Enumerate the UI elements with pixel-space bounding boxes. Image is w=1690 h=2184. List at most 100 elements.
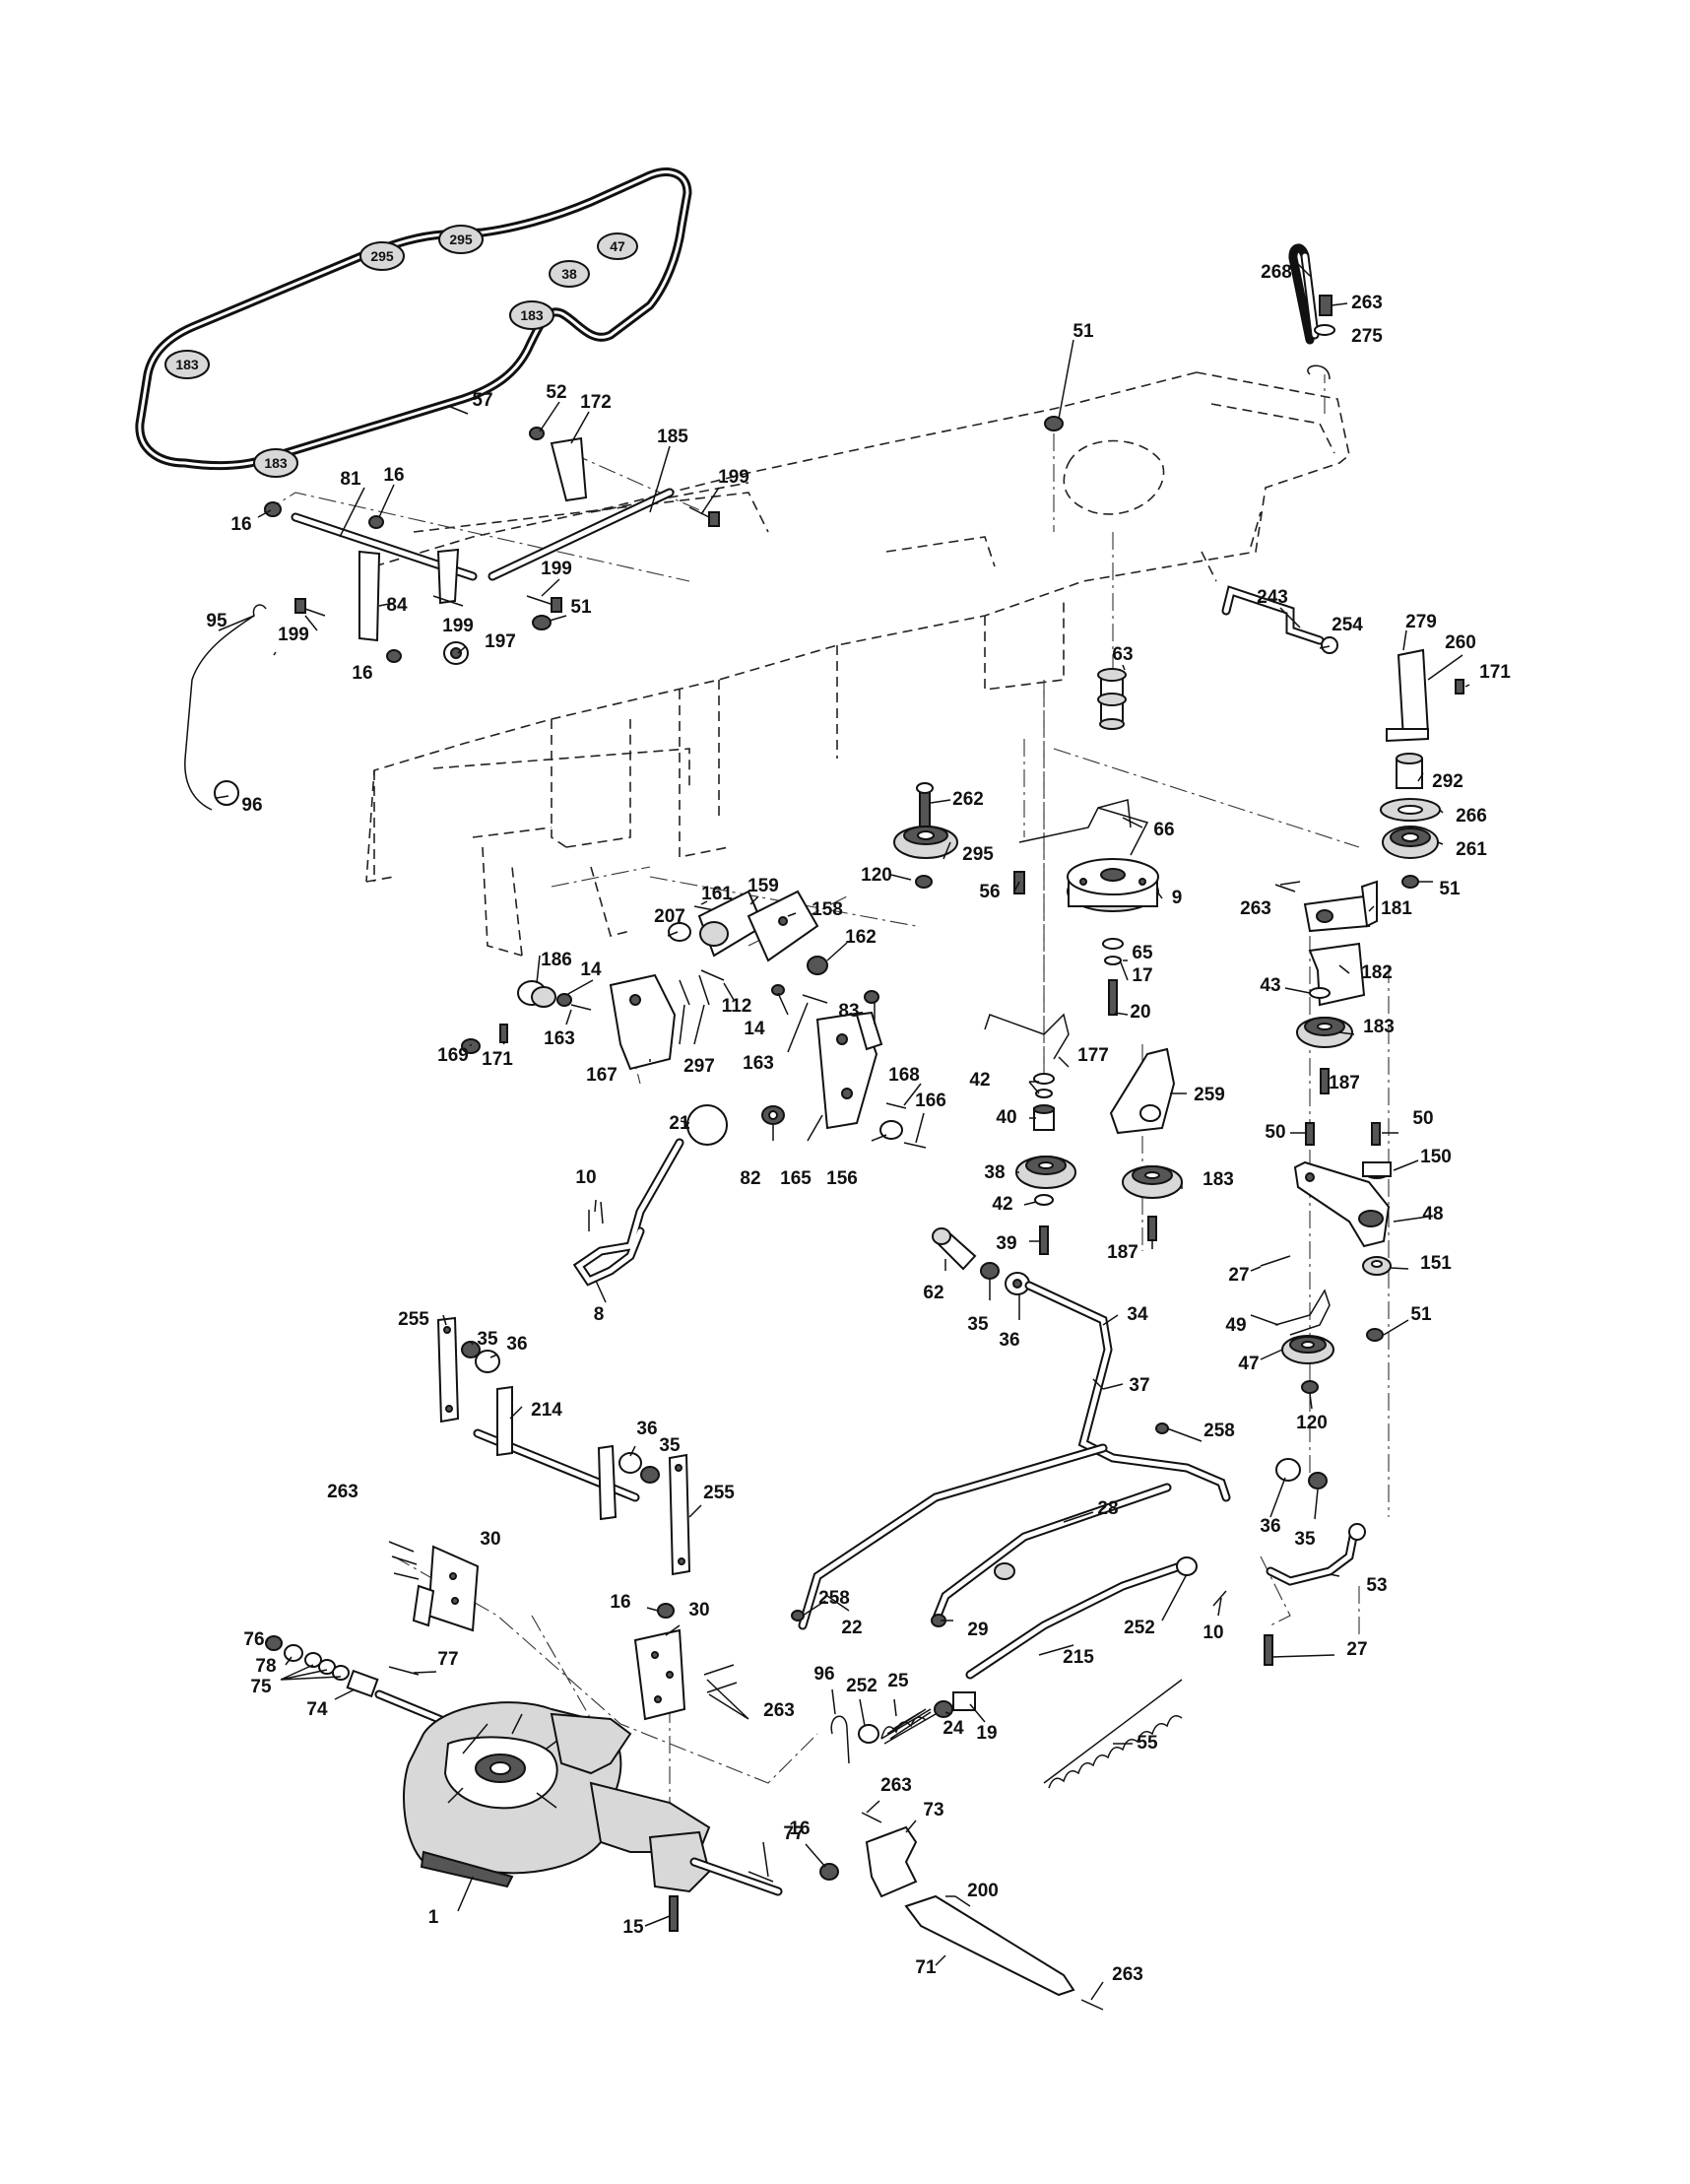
part-187-bolt-c <box>1147 1216 1157 1241</box>
callout-16: 16 <box>610 1592 630 1613</box>
callout-255: 255 <box>703 1483 735 1503</box>
part-259-bracket <box>1109 1047 1176 1135</box>
callout-71: 71 <box>915 1957 937 1978</box>
callout-14: 14 <box>580 960 602 980</box>
callout-96: 96 <box>813 1664 834 1685</box>
callout-120: 120 <box>1296 1413 1328 1433</box>
part-263-bolt-r <box>1274 884 1296 893</box>
callout-36: 36 <box>999 1330 1019 1351</box>
callout-262: 262 <box>952 789 984 810</box>
callout-numbers: 268 263 275 51 52 172 185 199 81 16 16 5… <box>206 262 1511 1985</box>
callout-1: 1 <box>428 1907 439 1928</box>
callout-120: 120 <box>861 865 892 886</box>
callout-24: 24 <box>942 1718 964 1739</box>
part-48-arm <box>1293 1160 1391 1248</box>
callout-181: 181 <box>1381 898 1412 919</box>
callout-35: 35 <box>659 1435 681 1456</box>
part-214-shaft <box>473 1385 640 1521</box>
part-10-bolt-a <box>588 1201 604 1231</box>
callout-53: 53 <box>1366 1575 1387 1596</box>
callout-95: 95 <box>206 611 228 631</box>
callout-261: 261 <box>1456 839 1487 860</box>
part-292-spacer <box>1396 753 1423 789</box>
callout-263: 263 <box>1240 898 1271 919</box>
part-295-pulley <box>893 826 958 859</box>
part-53-rod <box>1266 1523 1366 1586</box>
part-255-arm-b <box>668 1453 691 1576</box>
part-172-bracket <box>529 427 588 502</box>
part-77-pin-a <box>388 1666 420 1676</box>
part-63-spindle <box>1097 668 1127 730</box>
part-177-bracket <box>984 1013 1070 1060</box>
part-14-washer-b <box>771 984 785 996</box>
part-199-bolt-b <box>294 598 326 617</box>
part-20-bolt <box>1108 979 1118 1016</box>
callout-243: 243 <box>1257 587 1288 608</box>
callout-39: 39 <box>996 1233 1016 1254</box>
callout-83: 83 <box>838 1001 859 1022</box>
part-168-bolt <box>885 1102 907 1109</box>
part-112-bolt <box>700 969 725 981</box>
callout-16: 16 <box>789 1819 810 1839</box>
callout-159: 159 <box>748 876 779 896</box>
callout-199: 199 <box>278 625 309 645</box>
callout-171: 171 <box>482 1049 513 1070</box>
svg-text:295: 295 <box>370 248 394 264</box>
part-158-plate <box>747 890 819 962</box>
callout-76: 76 <box>243 1629 264 1650</box>
callout-14: 14 <box>744 1019 765 1039</box>
part-36-washer-d <box>618 1452 642 1474</box>
part-162-bushing <box>807 956 828 975</box>
callout-16: 16 <box>230 514 251 535</box>
callout-187: 187 <box>1329 1073 1360 1093</box>
part-36-washer-c <box>475 1350 500 1373</box>
part-10-bolt-b <box>1212 1590 1227 1607</box>
svg-text:295: 295 <box>449 232 473 247</box>
callout-295: 295 <box>962 844 994 865</box>
part-163-bolt-a <box>570 1004 592 1011</box>
callout-158: 158 <box>812 899 843 920</box>
part-81-shaft <box>264 501 478 663</box>
part-36-washer-b <box>1275 1458 1301 1482</box>
callout-268: 268 <box>1261 262 1292 283</box>
part-62-grip <box>932 1227 977 1271</box>
callout-34: 34 <box>1127 1304 1148 1325</box>
part-73-bracket <box>865 1825 918 1898</box>
part-24-nut <box>934 1700 953 1718</box>
part-49-bracket <box>1274 1289 1331 1336</box>
callout-199: 199 <box>541 559 572 579</box>
svg-text:47: 47 <box>610 238 625 254</box>
part-17-washer <box>1104 956 1122 965</box>
svg-text:183: 183 <box>175 357 199 372</box>
part-71-arm <box>904 1894 1075 1997</box>
callout-167: 167 <box>586 1065 618 1086</box>
part-47-pulley <box>1281 1335 1334 1364</box>
part-151-washer <box>1362 1256 1392 1276</box>
callout-21: 21 <box>669 1113 690 1134</box>
callout-78: 78 <box>255 1656 276 1677</box>
callout-252: 252 <box>846 1676 878 1696</box>
callout-168: 168 <box>888 1065 920 1086</box>
callout-22: 22 <box>841 1618 862 1638</box>
belt-pulley-4: 47 <box>597 232 638 260</box>
callout-30: 30 <box>688 1600 709 1621</box>
part-167-bracket <box>609 973 677 1071</box>
callout-29: 29 <box>967 1620 988 1640</box>
part-74-key <box>346 1669 379 1698</box>
part-262-bolt <box>916 782 934 828</box>
part-263-bolts-l <box>388 1541 420 1580</box>
callout-25: 25 <box>887 1671 909 1691</box>
callout-8: 8 <box>594 1304 605 1325</box>
callout-96: 96 <box>241 795 262 816</box>
callout-51: 51 <box>1410 1304 1432 1325</box>
callout-10: 10 <box>575 1167 596 1188</box>
belt-pulley-1: 183 <box>164 350 210 379</box>
callout-17: 17 <box>1132 965 1152 986</box>
callout-77-c: 77 <box>783 1823 804 1844</box>
part-38-pulley <box>1015 1156 1076 1189</box>
frame-outline <box>365 371 1350 957</box>
part-35-nut-d <box>640 1466 660 1484</box>
callout-84: 84 <box>386 595 408 616</box>
callout-36: 36 <box>1260 1516 1280 1537</box>
part-14-washer-a <box>556 993 572 1007</box>
